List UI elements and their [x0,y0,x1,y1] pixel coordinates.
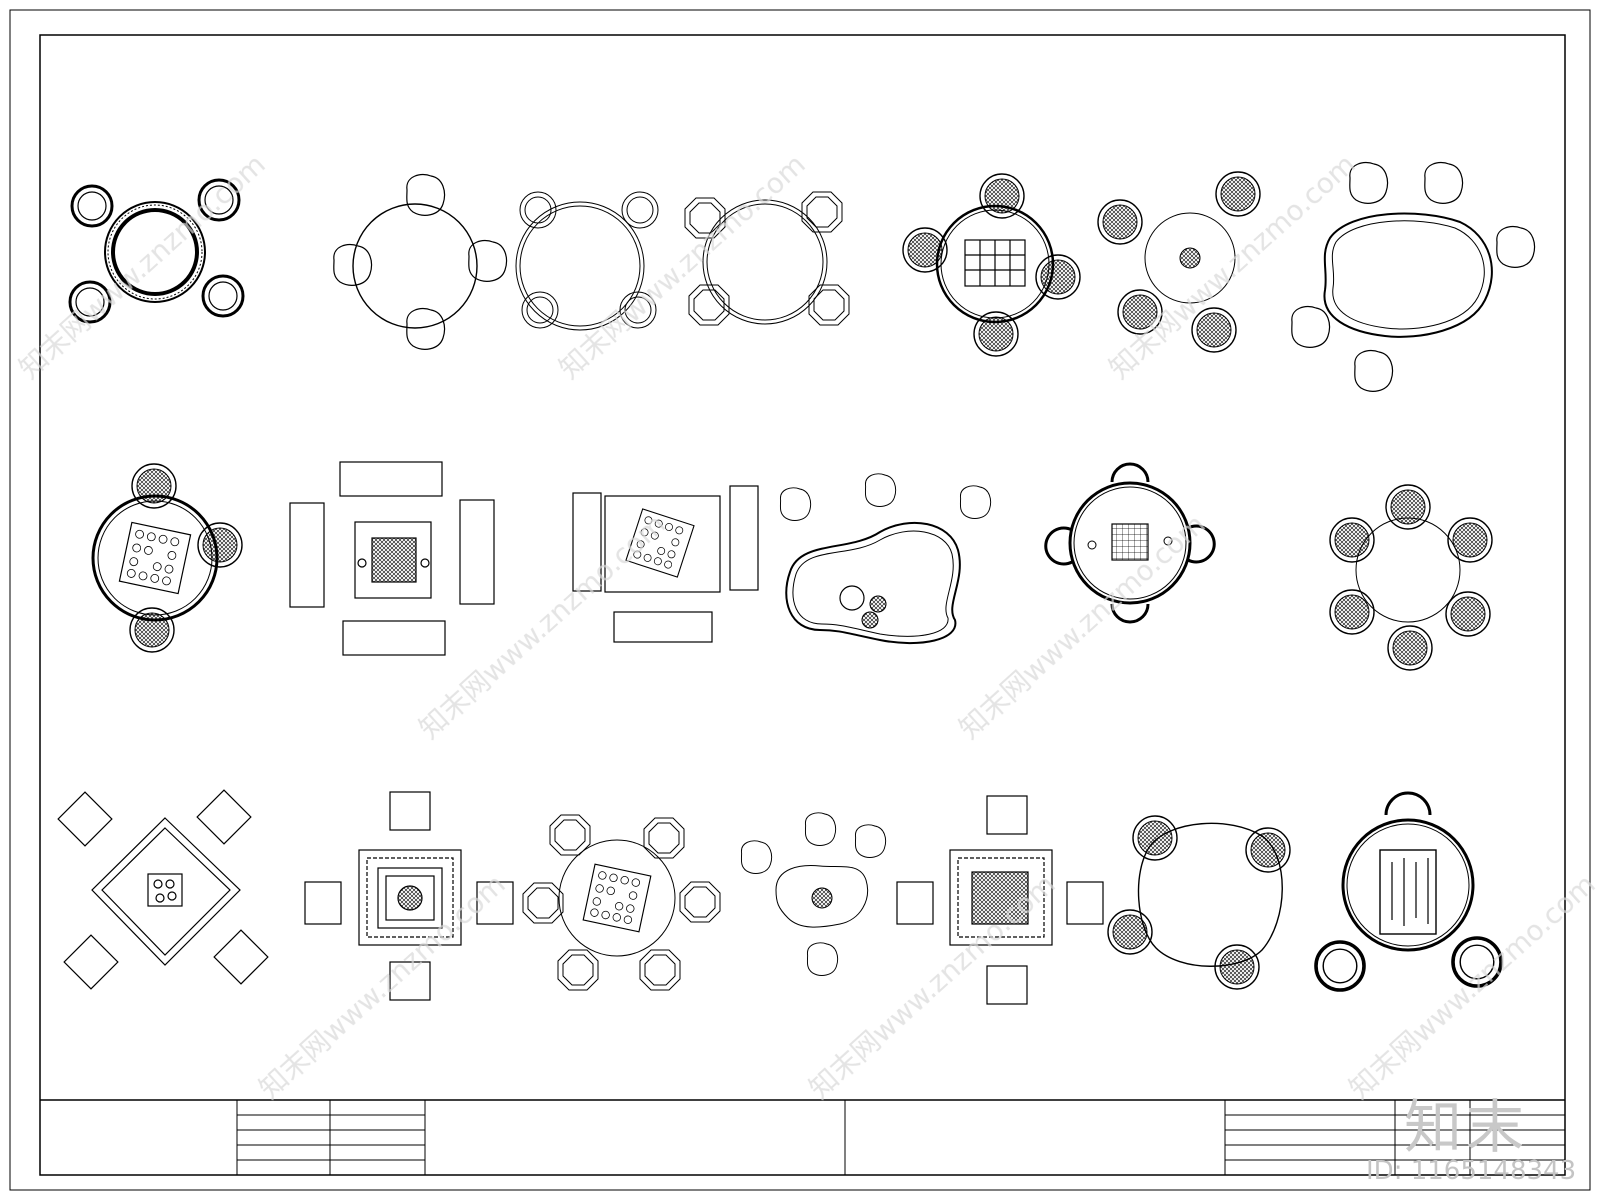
table-set-6 [1097,171,1261,353]
svg-text:知末网www.znzmo.com: 知末网www.znzmo.com [953,507,1212,745]
table-set-18 [896,795,1104,1005]
table-set-4 [684,191,850,326]
sheet-outer-border [9,9,1591,1191]
image-id-label: ID: 1165148343 [1366,1156,1577,1186]
table-set-16 [522,814,721,991]
table-set-2 [333,173,508,350]
table-set-10 [572,485,759,643]
table-set-1 [68,178,245,324]
table-set-20 [1314,791,1503,992]
table-set-19 [1107,815,1291,990]
table-set-15 [304,791,514,1001]
sheet-inner-border [39,34,1566,1176]
calligraphy-panel-icon [1379,849,1437,935]
table-set-13 [1329,484,1493,671]
svg-text:知末网www.znzmo.com: 知末网www.znzmo.com [803,867,1062,1105]
table-set-9 [289,461,495,656]
table-set-12 [1044,462,1216,624]
table-set-17 [740,812,887,976]
svg-text:知末网www.znzmo.com: 知末网www.znzmo.com [253,867,512,1105]
title-block [40,1099,1565,1175]
svg-text:知末网www.znzmo.com: 知末网www.znzmo.com [553,147,812,385]
table-set-8 [91,463,243,653]
table-set-14 [57,789,269,990]
table-set-11 [779,473,992,645]
svg-text:知末网www.znzmo.com: 知末网www.znzmo.com [413,507,672,745]
table-set-5 [902,173,1081,357]
table-set-7 [1291,161,1536,392]
svg-text:知末网www.znzmo.com: 知末网www.znzmo.com [13,147,272,385]
table-set-3 [515,191,659,331]
brand-watermark: 知末 [1404,1093,1529,1161]
